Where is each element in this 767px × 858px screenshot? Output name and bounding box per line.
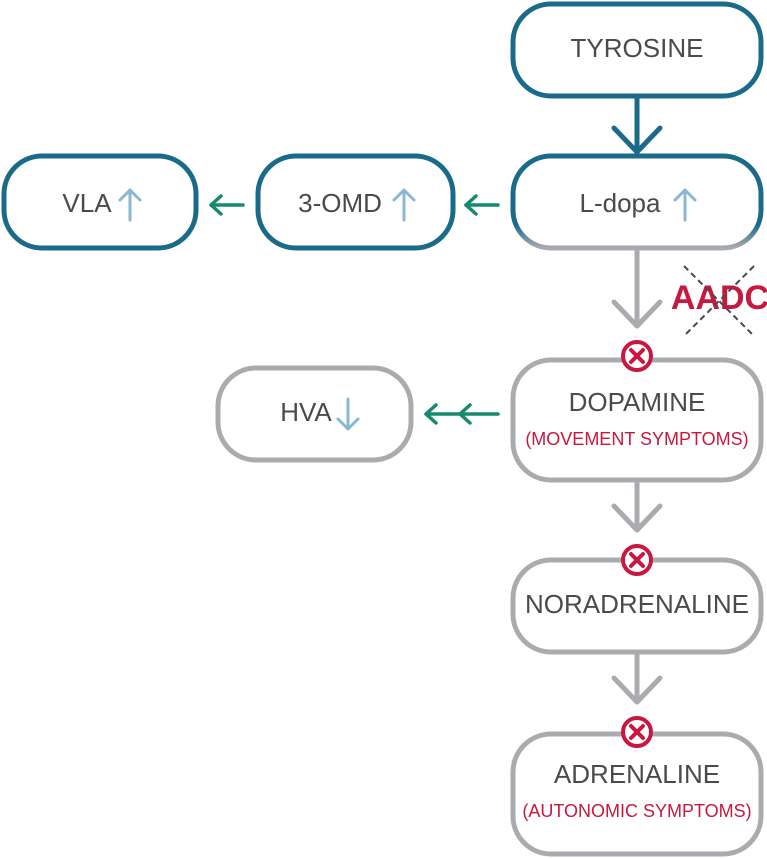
down-arrow-icon	[336, 397, 360, 431]
vla-box	[1, 153, 199, 251]
hva-label: HVA	[280, 397, 332, 427]
omd-box	[255, 153, 456, 251]
arrow-tyrosine-to-ldopa	[611, 93, 663, 155]
arrow-omd-to-vla	[209, 194, 245, 216]
aadc-enzyme: AADC	[671, 265, 767, 337]
aadc-label: AADC	[671, 279, 767, 317]
adrenaline-sublabel: (AUTONOMIC SYMPTOMS)	[522, 801, 751, 821]
up-arrow-icon	[118, 188, 142, 222]
hva-box	[215, 365, 414, 463]
blocked-icon	[621, 340, 653, 372]
ldopa-label: L-dopa	[580, 188, 661, 218]
blocked-icon	[621, 544, 653, 576]
arrow-dopamine-to-hva	[424, 403, 500, 425]
arrow-dopamine-to-noradrenaline	[611, 477, 663, 533]
dopamine-box	[510, 357, 764, 483]
up-arrow-icon	[673, 188, 697, 222]
cross-out-icon	[683, 265, 755, 337]
dopamine-label: DOPAMINE	[569, 387, 706, 417]
noradrenaline-label: NORADRENALINE	[525, 589, 749, 619]
arrow-ldopa-to-dopamine	[611, 245, 663, 329]
adrenaline-label: ADRENALINE	[554, 759, 720, 789]
adrenaline-box	[510, 731, 764, 857]
tyrosine-label: TYROSINE	[571, 33, 704, 63]
omd-label: 3-OMD	[298, 188, 382, 218]
up-arrow-icon	[392, 188, 416, 222]
blocked-icon	[621, 716, 653, 748]
arrow-noradrenaline-to-adrenaline	[611, 649, 663, 705]
dopamine-sublabel: (MOVEMENT SYMPTOMS)	[525, 429, 748, 449]
vla-label: VLA	[62, 188, 112, 218]
arrow-ldopa-to-omd	[464, 194, 500, 216]
